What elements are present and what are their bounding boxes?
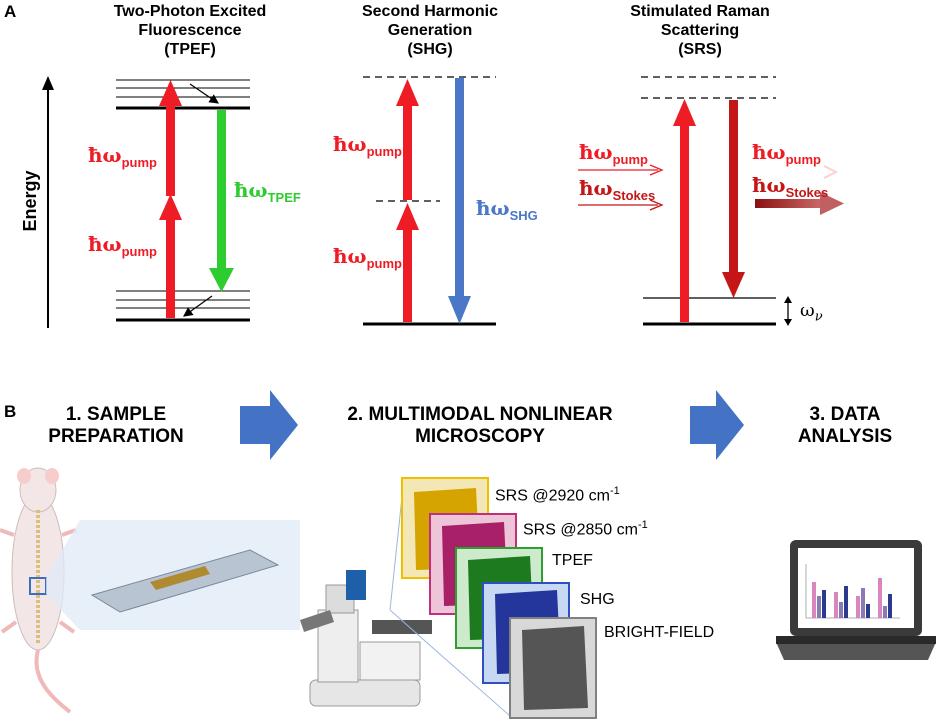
- shg-emission-symbol: ħω: [476, 196, 510, 220]
- tpef-pump-label-lower: ħωpump: [88, 232, 157, 259]
- srs-output-pump-sub: pump: [785, 152, 821, 167]
- tpef-title-line2: Fluorescence: [138, 22, 242, 39]
- stack-label-srs-2850-sup: -1: [637, 519, 648, 531]
- srs-title: Stimulated Raman Scattering (SRS): [600, 2, 800, 59]
- workflow-illustration: [0, 390, 936, 719]
- srs-title-line2: Scattering: [660, 22, 740, 39]
- step3-title: 3. DATA ANALYSIS: [770, 404, 920, 448]
- srs-input-stokes-symbol: ħω: [579, 176, 613, 200]
- stack-label-bright-field: BRIGHT-FIELD: [604, 624, 715, 641]
- tissue-slide: [90, 549, 280, 613]
- shg-title-line1: Second Harmonic: [361, 3, 499, 20]
- tpef-title-line1: Two-Photon Excited: [113, 3, 267, 20]
- shg-diagram: [363, 76, 496, 326]
- srs-output-stokes-symbol: ħω: [752, 173, 786, 197]
- step1-title-line2: PREPARATION: [48, 426, 184, 447]
- step2-title-line2: MICROSCOPY: [415, 426, 545, 447]
- shg-title-line3: (SHG): [407, 41, 453, 58]
- step1-title-line1: 1. SAMPLE: [65, 404, 167, 425]
- flow-arrow-2: [690, 390, 744, 460]
- step2-title: 2. MULTIMODAL NONLINEAR MICROSCOPY: [320, 404, 640, 448]
- tpef-pump-label-upper: ħωpump: [88, 143, 157, 170]
- srs-output-stokes-sub: Stokes: [785, 185, 829, 200]
- srs-output-pump-label: ħωpump: [752, 140, 821, 167]
- shg-emission-sub: SHG: [509, 208, 538, 223]
- stack-label-tpef: TPEF: [552, 552, 593, 569]
- stack-label-srs-2920-sup: -1: [609, 485, 620, 497]
- stack-label-srs-2850: SRS @2850 cm-1: [523, 519, 648, 539]
- tpef-emission-symbol: ħω: [234, 178, 268, 202]
- shg-pump-sub-lower: pump: [366, 256, 402, 271]
- microscope-illustration: [300, 570, 432, 707]
- step3-title-line1: 3. DATA: [809, 404, 881, 425]
- tpef-title-line3: (TPEF): [164, 41, 216, 58]
- stack-label-srs-2920-text: SRS @2920 cm: [495, 487, 610, 505]
- srs-vibration-label: ων: [800, 300, 823, 325]
- shg-title: Second Harmonic Generation (SHG): [330, 2, 530, 59]
- srs-title-line1: Stimulated Raman: [630, 3, 770, 20]
- flow-arrow-1: [240, 390, 298, 460]
- tpef-pump-sub-lower: pump: [121, 244, 157, 259]
- stack-label-srs-2920: SRS @2920 cm-1: [495, 485, 620, 505]
- panel-letter-b: B: [4, 402, 17, 421]
- laptop-illustration: [776, 540, 936, 660]
- tpef-pump-symbol-upper: ħω: [88, 143, 122, 167]
- image-stack: [401, 477, 597, 719]
- jablonski-diagrams: [42, 76, 844, 328]
- step1-title: 1. SAMPLE PREPARATION: [16, 404, 216, 448]
- step3-title-line2: ANALYSIS: [797, 426, 893, 447]
- shg-pump-symbol-lower: ħω: [333, 244, 367, 268]
- stack-label-srs-2850-text: SRS @2850 cm: [523, 521, 638, 539]
- panel-letter-a: A: [4, 2, 17, 21]
- tpef-pump-symbol-lower: ħω: [88, 232, 122, 256]
- tpef-pump-sub-upper: pump: [121, 155, 157, 170]
- srs-vibration-symbol: ω: [800, 300, 815, 321]
- step2-title-line1: 2. MULTIMODAL NONLINEAR: [347, 404, 613, 425]
- tpef-emission-sub: TPEF: [267, 190, 301, 205]
- tpef-emission-label: ħωTPEF: [234, 178, 301, 205]
- shg-pump-symbol-upper: ħω: [333, 132, 367, 156]
- srs-input-pump-symbol: ħω: [579, 140, 613, 164]
- shg-pump-label-upper: ħωpump: [333, 132, 402, 159]
- srs-output-pump-symbol: ħω: [752, 140, 786, 164]
- srs-input-pump-label: ħωpump: [579, 140, 648, 167]
- srs-output-stokes-label: ħωStokes: [752, 173, 828, 200]
- srs-input-stokes-label: ħωStokes: [579, 176, 655, 203]
- stack-label-shg: SHG: [580, 591, 615, 608]
- shg-emission-label: ħωSHG: [476, 196, 538, 223]
- srs-diagram: [578, 76, 844, 326]
- shg-pump-label-lower: ħωpump: [333, 244, 402, 271]
- srs-input-stokes-sub: Stokes: [612, 188, 656, 203]
- srs-input-pump-sub: pump: [612, 152, 648, 167]
- laptop-bar-chart: [805, 564, 900, 619]
- shg-pump-sub-upper: pump: [366, 144, 402, 159]
- shg-title-line2: Generation: [387, 22, 473, 39]
- srs-title-line3: (SRS): [678, 41, 722, 58]
- srs-vibration-sub: ν: [814, 309, 823, 325]
- energy-axis-arrow: [42, 76, 54, 328]
- tpef-title: Two-Photon Excited Fluorescence (TPEF): [80, 2, 300, 59]
- tpef-diagram: [116, 79, 250, 322]
